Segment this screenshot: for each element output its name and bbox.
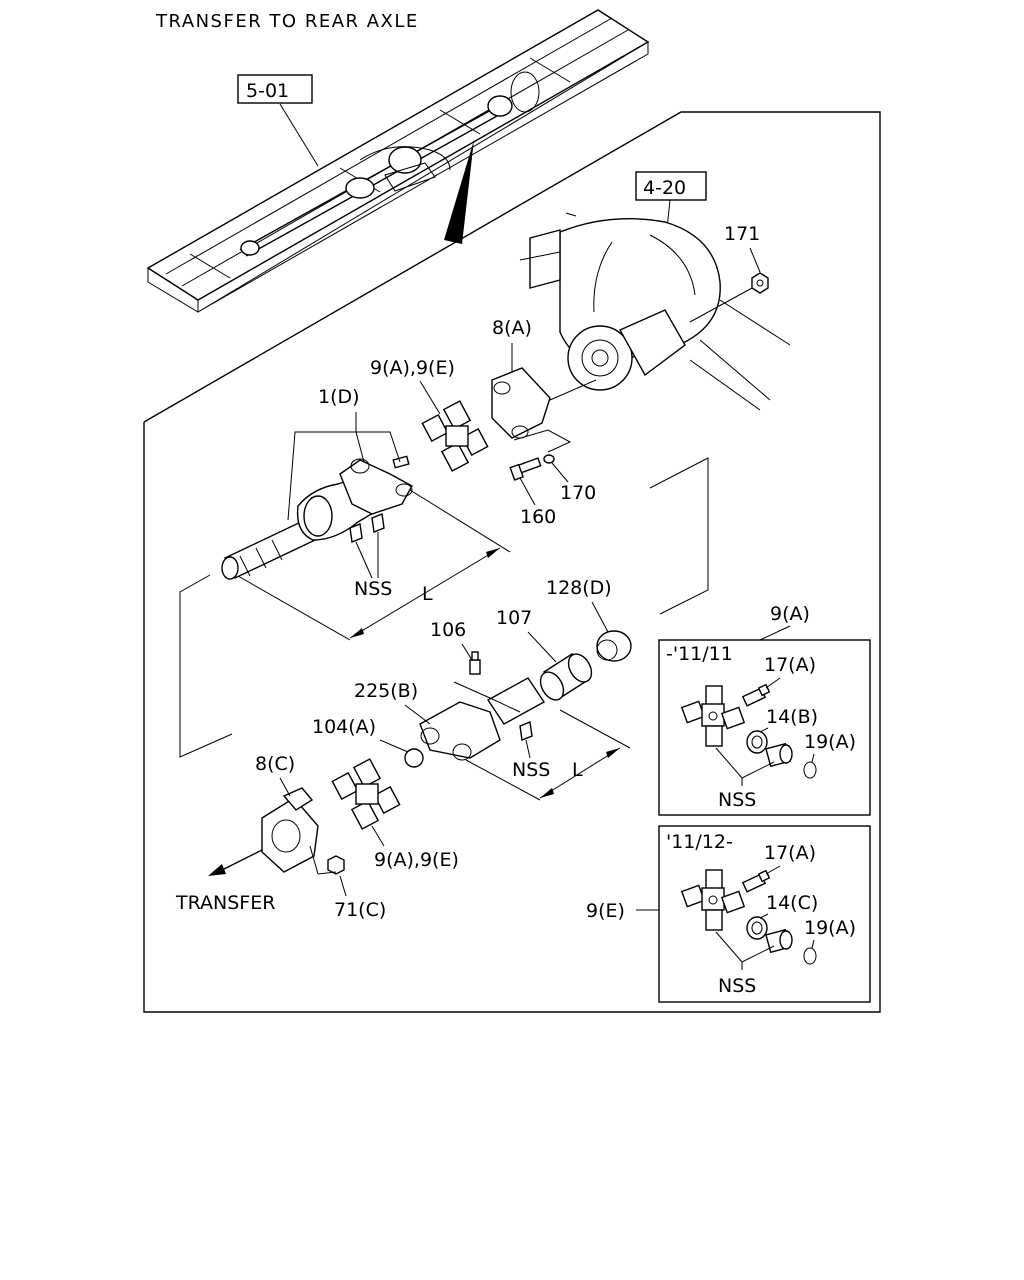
diagram-title: TRANSFER TO REAR AXLE: [155, 11, 419, 32]
part-9-universal-joint-lower[interactable]: [331, 758, 401, 830]
nss-clips-top: [349, 513, 385, 543]
callout-71c: 71(C): [334, 899, 386, 921]
inset-9e-snap-ring-19[interactable]: [803, 947, 817, 965]
callout-128d: 128(D): [546, 577, 612, 599]
callout-9ae-bottom: 9(A),9(E): [374, 849, 459, 871]
inset-9a-date: -'11/11: [666, 643, 733, 665]
callout-8c: 8(C): [255, 753, 295, 775]
part-1d-slip-shaft[interactable]: [221, 455, 413, 580]
callout-106: 106: [430, 619, 466, 641]
part-71c-nut[interactable]: [327, 855, 345, 875]
callout-1d: 1(D): [318, 386, 360, 408]
callout-nss-2: NSS: [512, 759, 550, 781]
view-pointer-arrow: [444, 140, 474, 244]
alignment-line-right: [649, 457, 709, 615]
part-104a-washer[interactable]: [404, 748, 424, 768]
inset-9e-bearing-14[interactable]: [746, 916, 768, 940]
callout-9e-inset: 9(E): [586, 900, 625, 922]
callout-8a: 8(A): [492, 317, 532, 339]
part-107-sleeve[interactable]: [536, 650, 596, 704]
part-160-bolt[interactable]: [509, 457, 542, 481]
callout-160: 160: [520, 506, 556, 528]
callout-transfer: TRANSFER: [175, 892, 275, 914]
inset-9e-nss: NSS: [718, 975, 756, 997]
inset-9a-cap[interactable]: [765, 742, 793, 768]
callout-107: 107: [496, 607, 532, 629]
exploded-view-frame: [143, 111, 881, 1013]
inset-9a-callout-17: 17(A): [764, 654, 816, 676]
callout-225b: 225(B): [354, 680, 418, 702]
alignment-line-left: [179, 574, 233, 758]
part-106-grease-nipple[interactable]: [469, 651, 481, 675]
part-170-washer[interactable]: [543, 454, 555, 464]
part-128d-dust-seal[interactable]: [596, 630, 632, 662]
part-9-universal-joint-top[interactable]: [421, 400, 489, 472]
transfer-direction-arrow: [208, 849, 263, 876]
callout-104a: 104(A): [312, 716, 376, 738]
inset-9e-callout-14: 14(C): [766, 892, 818, 914]
callout-l-lower: L: [572, 759, 583, 781]
callout-l-top: L: [422, 583, 433, 605]
inset-9e-spider[interactable]: [680, 869, 746, 931]
inset-9e-date: '11/12-: [666, 831, 733, 853]
inset-9a-snap-ring-19[interactable]: [803, 761, 817, 779]
inset-9a-nss: NSS: [718, 789, 756, 811]
callout-171: 171: [724, 223, 760, 245]
callout-9a-inset: 9(A): [770, 603, 810, 625]
inset-9a-spider[interactable]: [680, 685, 746, 747]
chassis-frame-illustration: [146, 9, 650, 313]
part-8a-flange-yoke[interactable]: [491, 367, 597, 439]
ref-box-4-20[interactable]: 4-20: [635, 171, 707, 201]
inset-9a-bearing-14[interactable]: [746, 730, 768, 754]
callout-170: 170: [560, 482, 596, 504]
inset-9a-callout-19: 19(A): [804, 731, 856, 753]
part-225b-tube-yoke[interactable]: [419, 677, 546, 761]
inset-panel-9e: '11/12- 17(A) 14(C) 19(A): [658, 825, 871, 1003]
part-171-nut[interactable]: [751, 272, 769, 294]
part-8c-flange[interactable]: [261, 787, 319, 873]
inset-panel-9a: -'11/11 17(A) 14(B) 19(A): [658, 639, 871, 816]
inset-9a-callout-14: 14(B): [766, 706, 818, 728]
dimension-l-top: [237, 489, 511, 641]
svg-text:5-01: 5-01: [246, 80, 289, 102]
ref-box-5-01[interactable]: 5-01: [237, 74, 313, 104]
inset-9e-callout-17: 17(A): [764, 842, 816, 864]
inset-9e-callout-19: 19(A): [804, 917, 856, 939]
nss-clip-lower: [519, 721, 533, 741]
callout-nss-1: NSS: [354, 578, 392, 600]
leader-5-01: [279, 103, 319, 167]
dimension-l-lower: [465, 709, 631, 801]
rear-axle-differential: [519, 212, 791, 411]
callout-9ae-top: 9(A),9(E): [370, 357, 455, 379]
svg-text:4-20: 4-20: [643, 177, 686, 199]
